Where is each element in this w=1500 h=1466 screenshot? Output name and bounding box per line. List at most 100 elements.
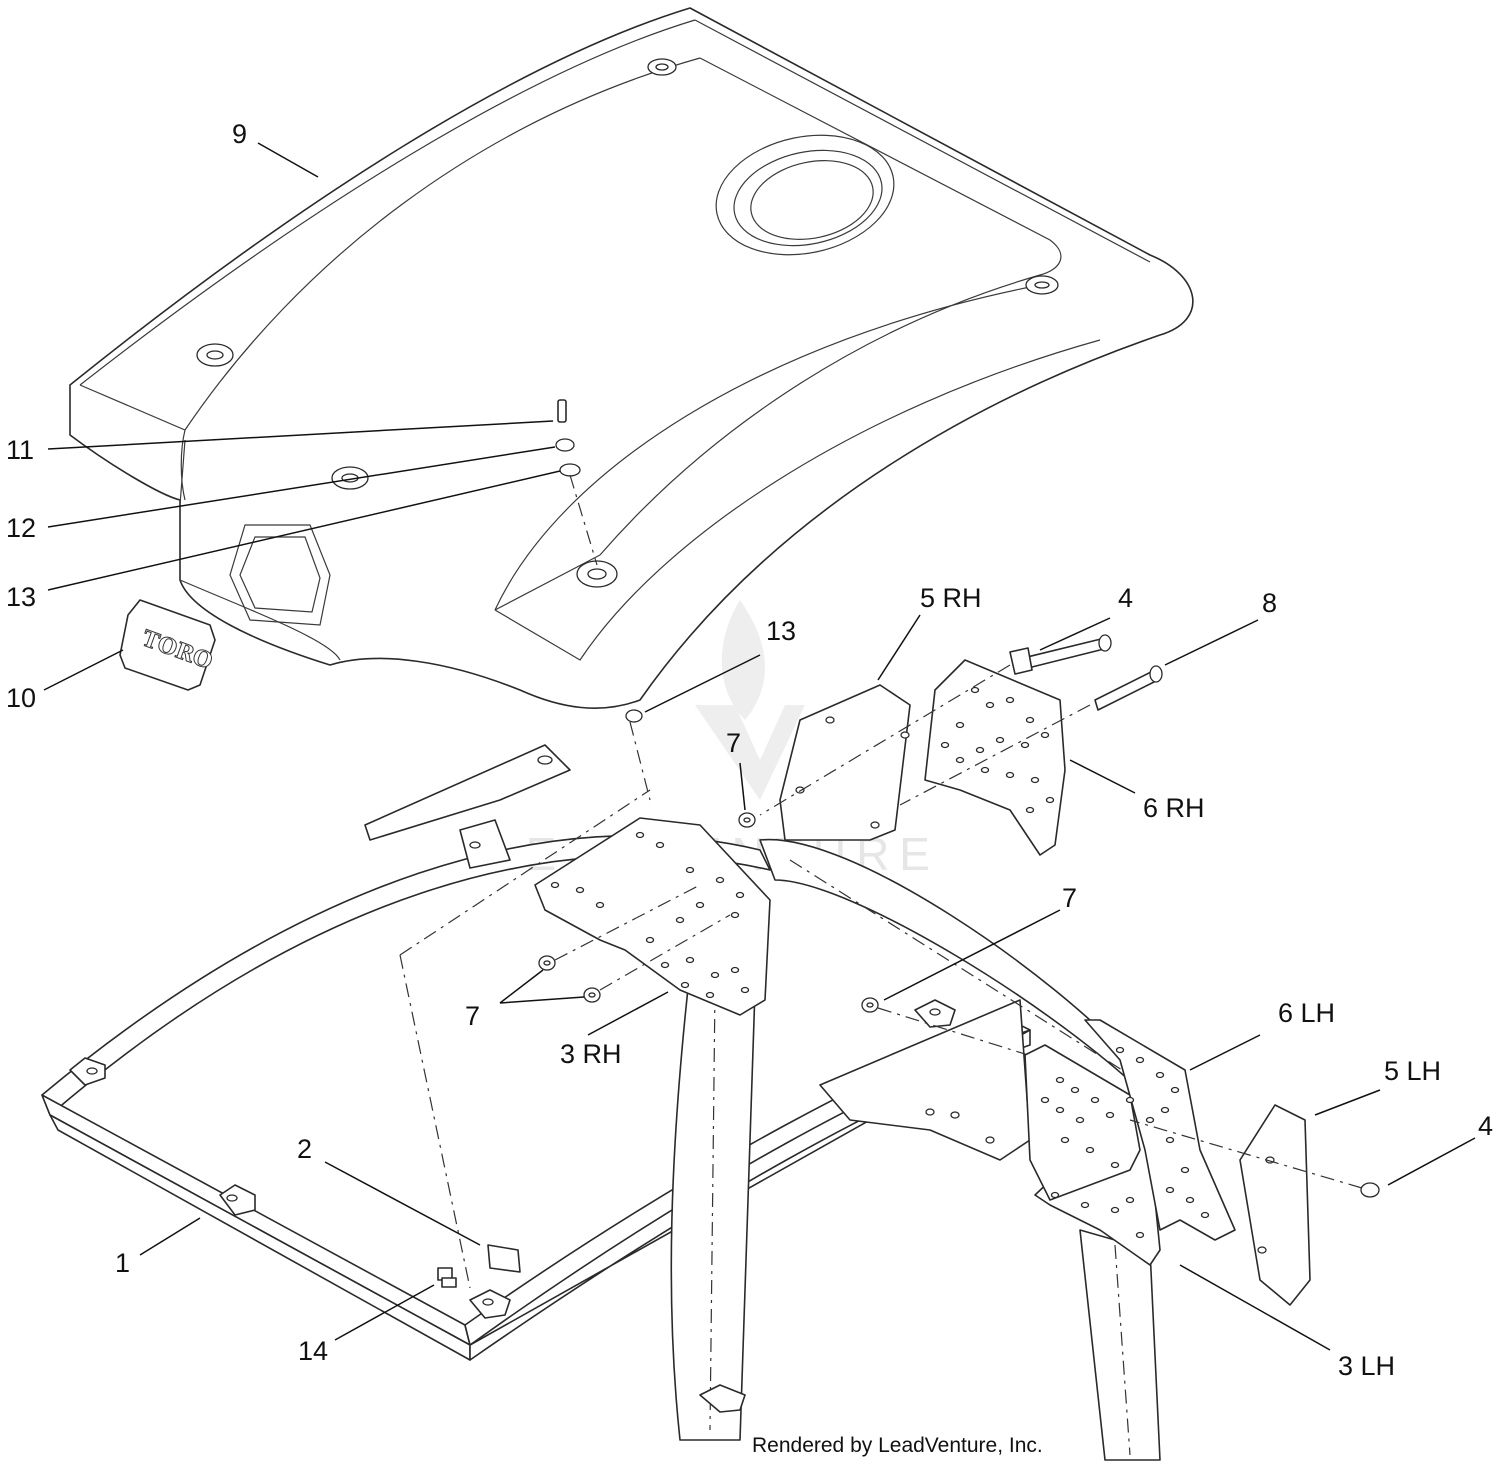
bolt-hole [1085,1146,1095,1154]
part-2-spacer [487,1244,521,1273]
bolt-hole [655,841,665,849]
callout-2: 2 [297,1134,312,1164]
bolt-hole [1110,1161,1120,1169]
bolt-hole [675,916,685,924]
bolt-hole [575,886,585,894]
bolt-hole [1165,1186,1175,1194]
callout-5-rh: 5 RH [920,583,982,613]
plate-6-lh [1084,1019,1236,1241]
bolt-hole [1170,1086,1180,1094]
callout-3-lh: 3 LH [1338,1351,1395,1381]
frame-dash-line [399,954,471,1289]
bolt-hole [635,831,645,839]
callout-12: 12 [6,513,36,543]
bolt-hole [710,971,720,979]
bolt-hole [1045,796,1055,804]
bolt-hole [1160,1106,1170,1114]
callout-14: 14 [298,1336,328,1366]
callout-10: 10 [6,683,36,713]
bolt-hole [1185,1196,1195,1204]
bolt-hole [1135,1231,1145,1239]
bolt-hole [1180,1166,1190,1174]
bolt-hole [1005,771,1015,779]
washer-axis-line [629,721,651,801]
bolt-hole [680,981,690,989]
callout-13-upper: 13 [6,582,36,612]
callout-6-lh: 6 LH [1278,998,1335,1028]
bolt-hole [975,746,985,754]
callout-labels: 9 11 12 13 10 13 5 RH 4 8 6 RH 7 7 7 3 R… [6,119,1493,1381]
callout-1: 1 [115,1248,130,1278]
bolt-hole [1060,1136,1070,1144]
rops-posts [670,838,1161,1461]
bolt-hole [1040,731,1050,739]
bolt-hole [1135,1056,1145,1064]
roof-frame [41,744,1031,1361]
bolt-hole [735,891,745,899]
bolt-hole [715,876,725,884]
bolt-hole [1050,1191,1060,1199]
bolt-hole [705,991,715,999]
bolt-hole [985,701,995,709]
bolt-hole [645,936,655,944]
toro-decal: TORO [119,599,216,691]
bolt-hole [980,766,990,774]
bolts-rh [759,634,1163,816]
bolt-hole [1200,1211,1210,1219]
washer-lower [625,709,643,723]
bolt-hole [1110,1206,1120,1214]
bolt-hole [1145,1116,1155,1124]
bolt-hole [730,911,740,919]
bolt-hole [1025,806,1035,814]
callout-4-upper: 4 [1118,583,1133,613]
plate-3-lh [1024,1044,1161,1266]
bolt-hole [595,901,605,909]
callout-7-left: 7 [465,1001,480,1031]
bolt-hole [1005,696,1015,704]
callout-13-lower: 13 [766,616,796,646]
callout-7-upper: 7 [726,728,741,758]
bolt-hole [1105,1111,1115,1119]
bolt-hole [1155,1071,1165,1079]
bolt-hole [1025,716,1035,724]
bolt-hole [955,756,965,764]
bolt-hole [995,736,1005,744]
callout-3-rh: 3 RH [560,1039,622,1069]
leader-lines [43,142,1476,1351]
plate-6-rh [924,659,1066,856]
bolt-hole [685,866,695,874]
bolt-hole [1165,1136,1175,1144]
bolt-hole [550,881,560,889]
bolt-hole [1080,1201,1090,1209]
bolt-hole [1040,1096,1050,1104]
part-14-clip [437,1267,457,1288]
plate-5-rh [779,684,911,841]
bolt-hole [940,741,950,749]
bolt-hole [1125,1096,1135,1104]
callout-9: 9 [232,119,247,149]
callout-8: 8 [1262,588,1277,618]
bolt-hole [1125,1196,1135,1204]
render-credit: Rendered by LeadVenture, Inc. [752,1434,1043,1457]
bolt-hole [1090,1096,1100,1104]
bolt-hole [955,721,965,729]
roof-panel [69,7,1194,709]
bolt-hole [1070,1086,1080,1094]
bolt-hole [1055,1106,1065,1114]
bolt-hole [1115,1046,1125,1054]
frame-dash-line-2 [399,789,651,956]
callout-4-lower: 4 [1478,1111,1493,1141]
bolt-4-lh [1129,1119,1380,1198]
bolt-hole [685,956,695,964]
callout-5-lh: 5 LH [1384,1056,1441,1086]
bolt-hole [660,961,670,969]
bolt-hole [695,901,705,909]
bolt-hole [740,986,750,994]
plate-5-lh [1239,1104,1311,1306]
bolt-hole [1030,776,1040,784]
callout-11: 11 [6,435,34,465]
bolt-hole [1020,741,1030,749]
roof-fastener-stack [555,399,598,566]
bolt-hole [730,966,740,974]
callout-7-right: 7 [1062,883,1077,913]
